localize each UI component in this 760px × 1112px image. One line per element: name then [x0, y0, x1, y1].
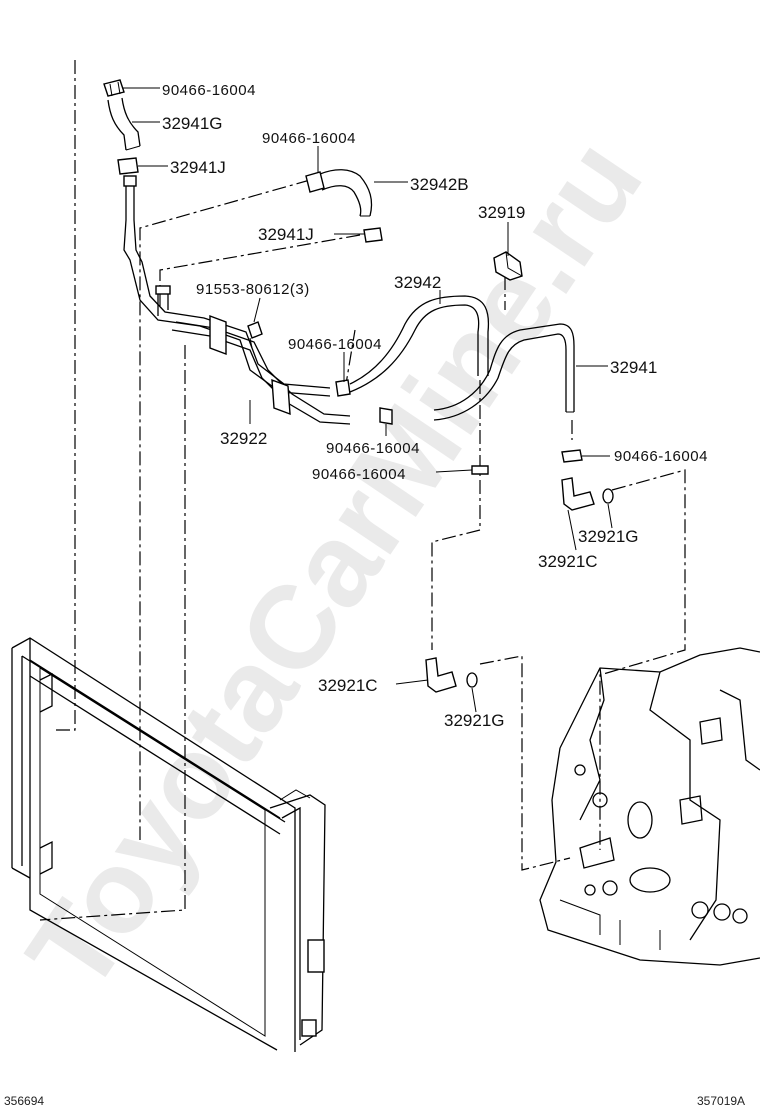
label-clip-32941j-mid: 32941J [258, 225, 314, 244]
label-clamp-low1: 90466-16004 [326, 440, 420, 457]
part-labels: 90466-16004 32941G 32941J 90466-16004 32… [162, 82, 708, 730]
bolt-part [247, 321, 263, 349]
label-clamp-32942b: 90466-16004 [262, 130, 356, 147]
label-pipe-32922: 32922 [220, 429, 267, 448]
label-clip-32941j-top: 32941J [170, 158, 226, 177]
radiator [11, 637, 326, 1052]
footer-left-id: 356694 [4, 1094, 44, 1108]
label-oring-32921g-right: 32921G [578, 527, 639, 546]
clip-32941j-mid-part [363, 227, 383, 243]
label-clamp-right: 90466-16004 [614, 448, 708, 465]
oring-32921g-right-part [602, 488, 614, 504]
footer-right-id: 357019A [697, 1094, 745, 1108]
pipe-32922-part [123, 175, 351, 425]
transmission-case [539, 647, 760, 966]
label-hose-32941g: 32941G [162, 114, 223, 133]
label-union-32921c-right: 32921C [538, 552, 598, 571]
label-oring-32921g-low: 32921G [444, 711, 505, 730]
hose-32941g-part [107, 97, 141, 151]
oring-32921g-low-part [466, 672, 478, 688]
label-bolt: 91553-80612(3) [196, 281, 310, 298]
label-clamp-low2: 90466-16004 [312, 466, 406, 483]
clamp-low1-part [379, 407, 393, 425]
union-32921c-right-part [561, 477, 595, 511]
label-clamp-top: 90466-16004 [162, 82, 256, 99]
label-hose-32942b: 32942B [410, 175, 469, 194]
label-leaders [122, 87, 613, 713]
hose-32941-part [433, 323, 575, 421]
clamp-right-part [561, 449, 583, 463]
clamp-low2-part [471, 465, 489, 475]
leader-lines [39, 60, 686, 921]
clip-32941j-top-part [117, 157, 139, 175]
hose-32942b-part [319, 169, 373, 217]
label-clamp-mid: 90466-16004 [288, 336, 382, 353]
label-bracket-32919: 32919 [478, 203, 525, 222]
clamp-32942b-part [305, 171, 325, 193]
clamp-mid-part [335, 379, 351, 397]
bracket-32919-part [493, 251, 523, 281]
hose-32942-part [349, 295, 490, 393]
union-32921c-low-part [425, 657, 457, 693]
label-hose-32942: 32942 [394, 273, 441, 292]
label-union-32921c-low: 32921C [318, 676, 378, 695]
label-hose-32941: 32941 [610, 358, 657, 377]
clamp-top-part [103, 79, 125, 97]
